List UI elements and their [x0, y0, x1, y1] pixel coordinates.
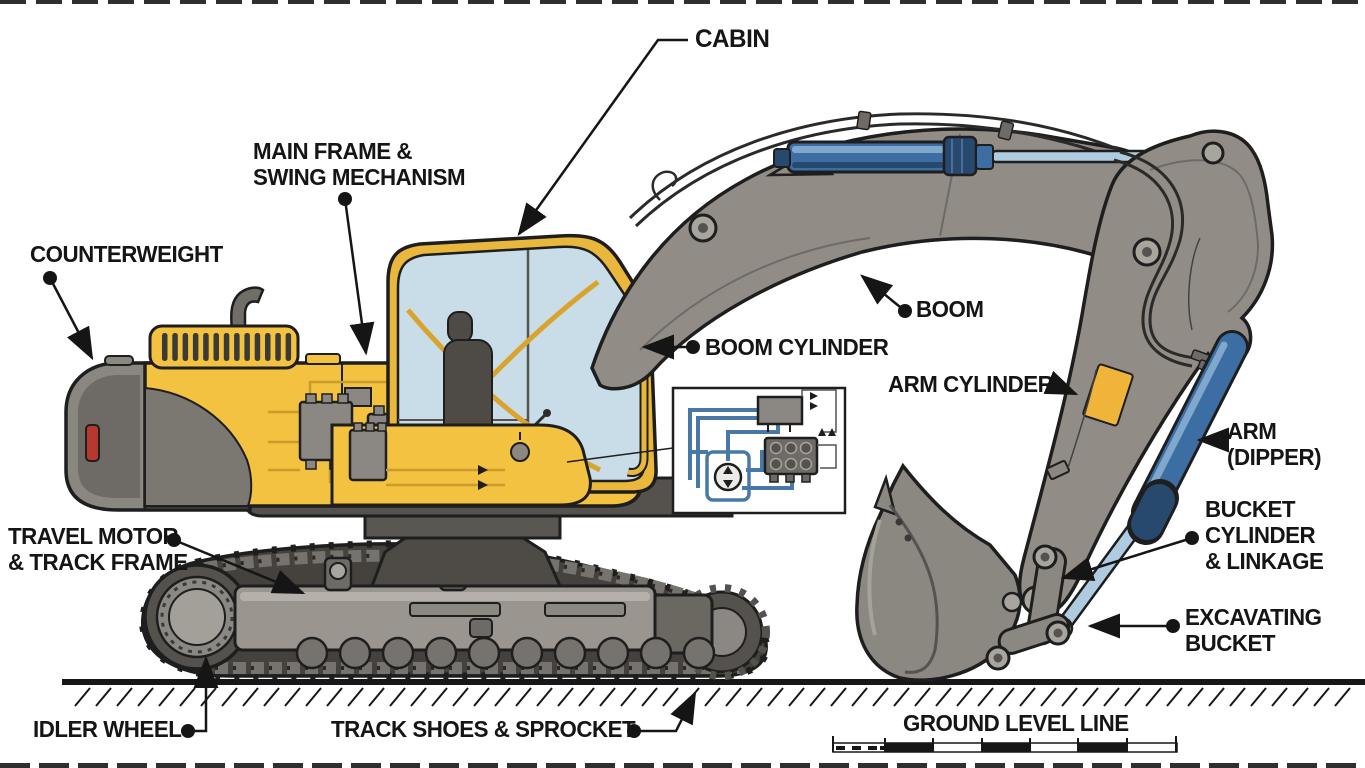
leader-dots: [43, 192, 1224, 738]
leader-boom: [860, 274, 906, 312]
label-arm-dipper: ARM (DIPPER): [1227, 418, 1322, 470]
label-travel-motor-track-frame: TRAVEL MOTOR & TRACK FRAME: [8, 523, 188, 575]
leader-counterweight: [48, 277, 94, 361]
track-rollers: [295, 636, 716, 670]
bucket-linkage-part: [985, 544, 1071, 671]
label-excavating-bucket: EXCAVATING BUCKET: [1185, 604, 1322, 656]
leader-lines: [48, 38, 1229, 733]
leader-cabin: [517, 38, 688, 237]
label-idler-wheel: IDLER WHEEL: [33, 716, 182, 742]
label-counterweight: COUNTERWEIGHT: [30, 241, 223, 267]
label-boom: BOOM: [916, 296, 984, 322]
label-ground-level-line: GROUND LEVEL LINE: [903, 710, 1129, 736]
hydraulic-schematic-inset: [566, 386, 847, 515]
label-cabin: CABIN: [695, 25, 770, 53]
arm-hoses: [1113, 150, 1201, 368]
idler-wheel-graphic: [143, 563, 251, 671]
label-main-frame-swing-mechanism: MAIN FRAME & SWING MECHANISM: [253, 138, 466, 190]
excavating-bucket-part: [855, 462, 1022, 682]
leader-main-frame: [343, 198, 375, 356]
exhaust-pipe: [230, 286, 265, 332]
swing-pedestal: [363, 514, 563, 588]
label-boom-cylinder: BOOM CYLINDER: [705, 334, 889, 360]
scale-bar: [832, 736, 1178, 753]
ground-level-line-graphic: [62, 679, 1365, 707]
label-track-shoes-sprocket: TRACK SHOES & SPROCKET: [331, 716, 636, 742]
pump-symbol: [713, 462, 743, 492]
leader-travel-motor: [173, 538, 306, 595]
leader-track-shoes: [634, 690, 697, 733]
hydraulic-hoses: [628, 112, 1121, 228]
leader-bucket-cylinder: [1060, 536, 1193, 582]
label-arm-cylinder: ARM CYLINDER: [888, 371, 1054, 397]
engine-hood: [148, 286, 300, 370]
body-front-section: [330, 422, 592, 507]
arm-dipper-part: [1017, 129, 1275, 617]
label-bucket-cylinder-linkage: BUCKET CYLINDER & LINKAGE: [1205, 496, 1324, 574]
